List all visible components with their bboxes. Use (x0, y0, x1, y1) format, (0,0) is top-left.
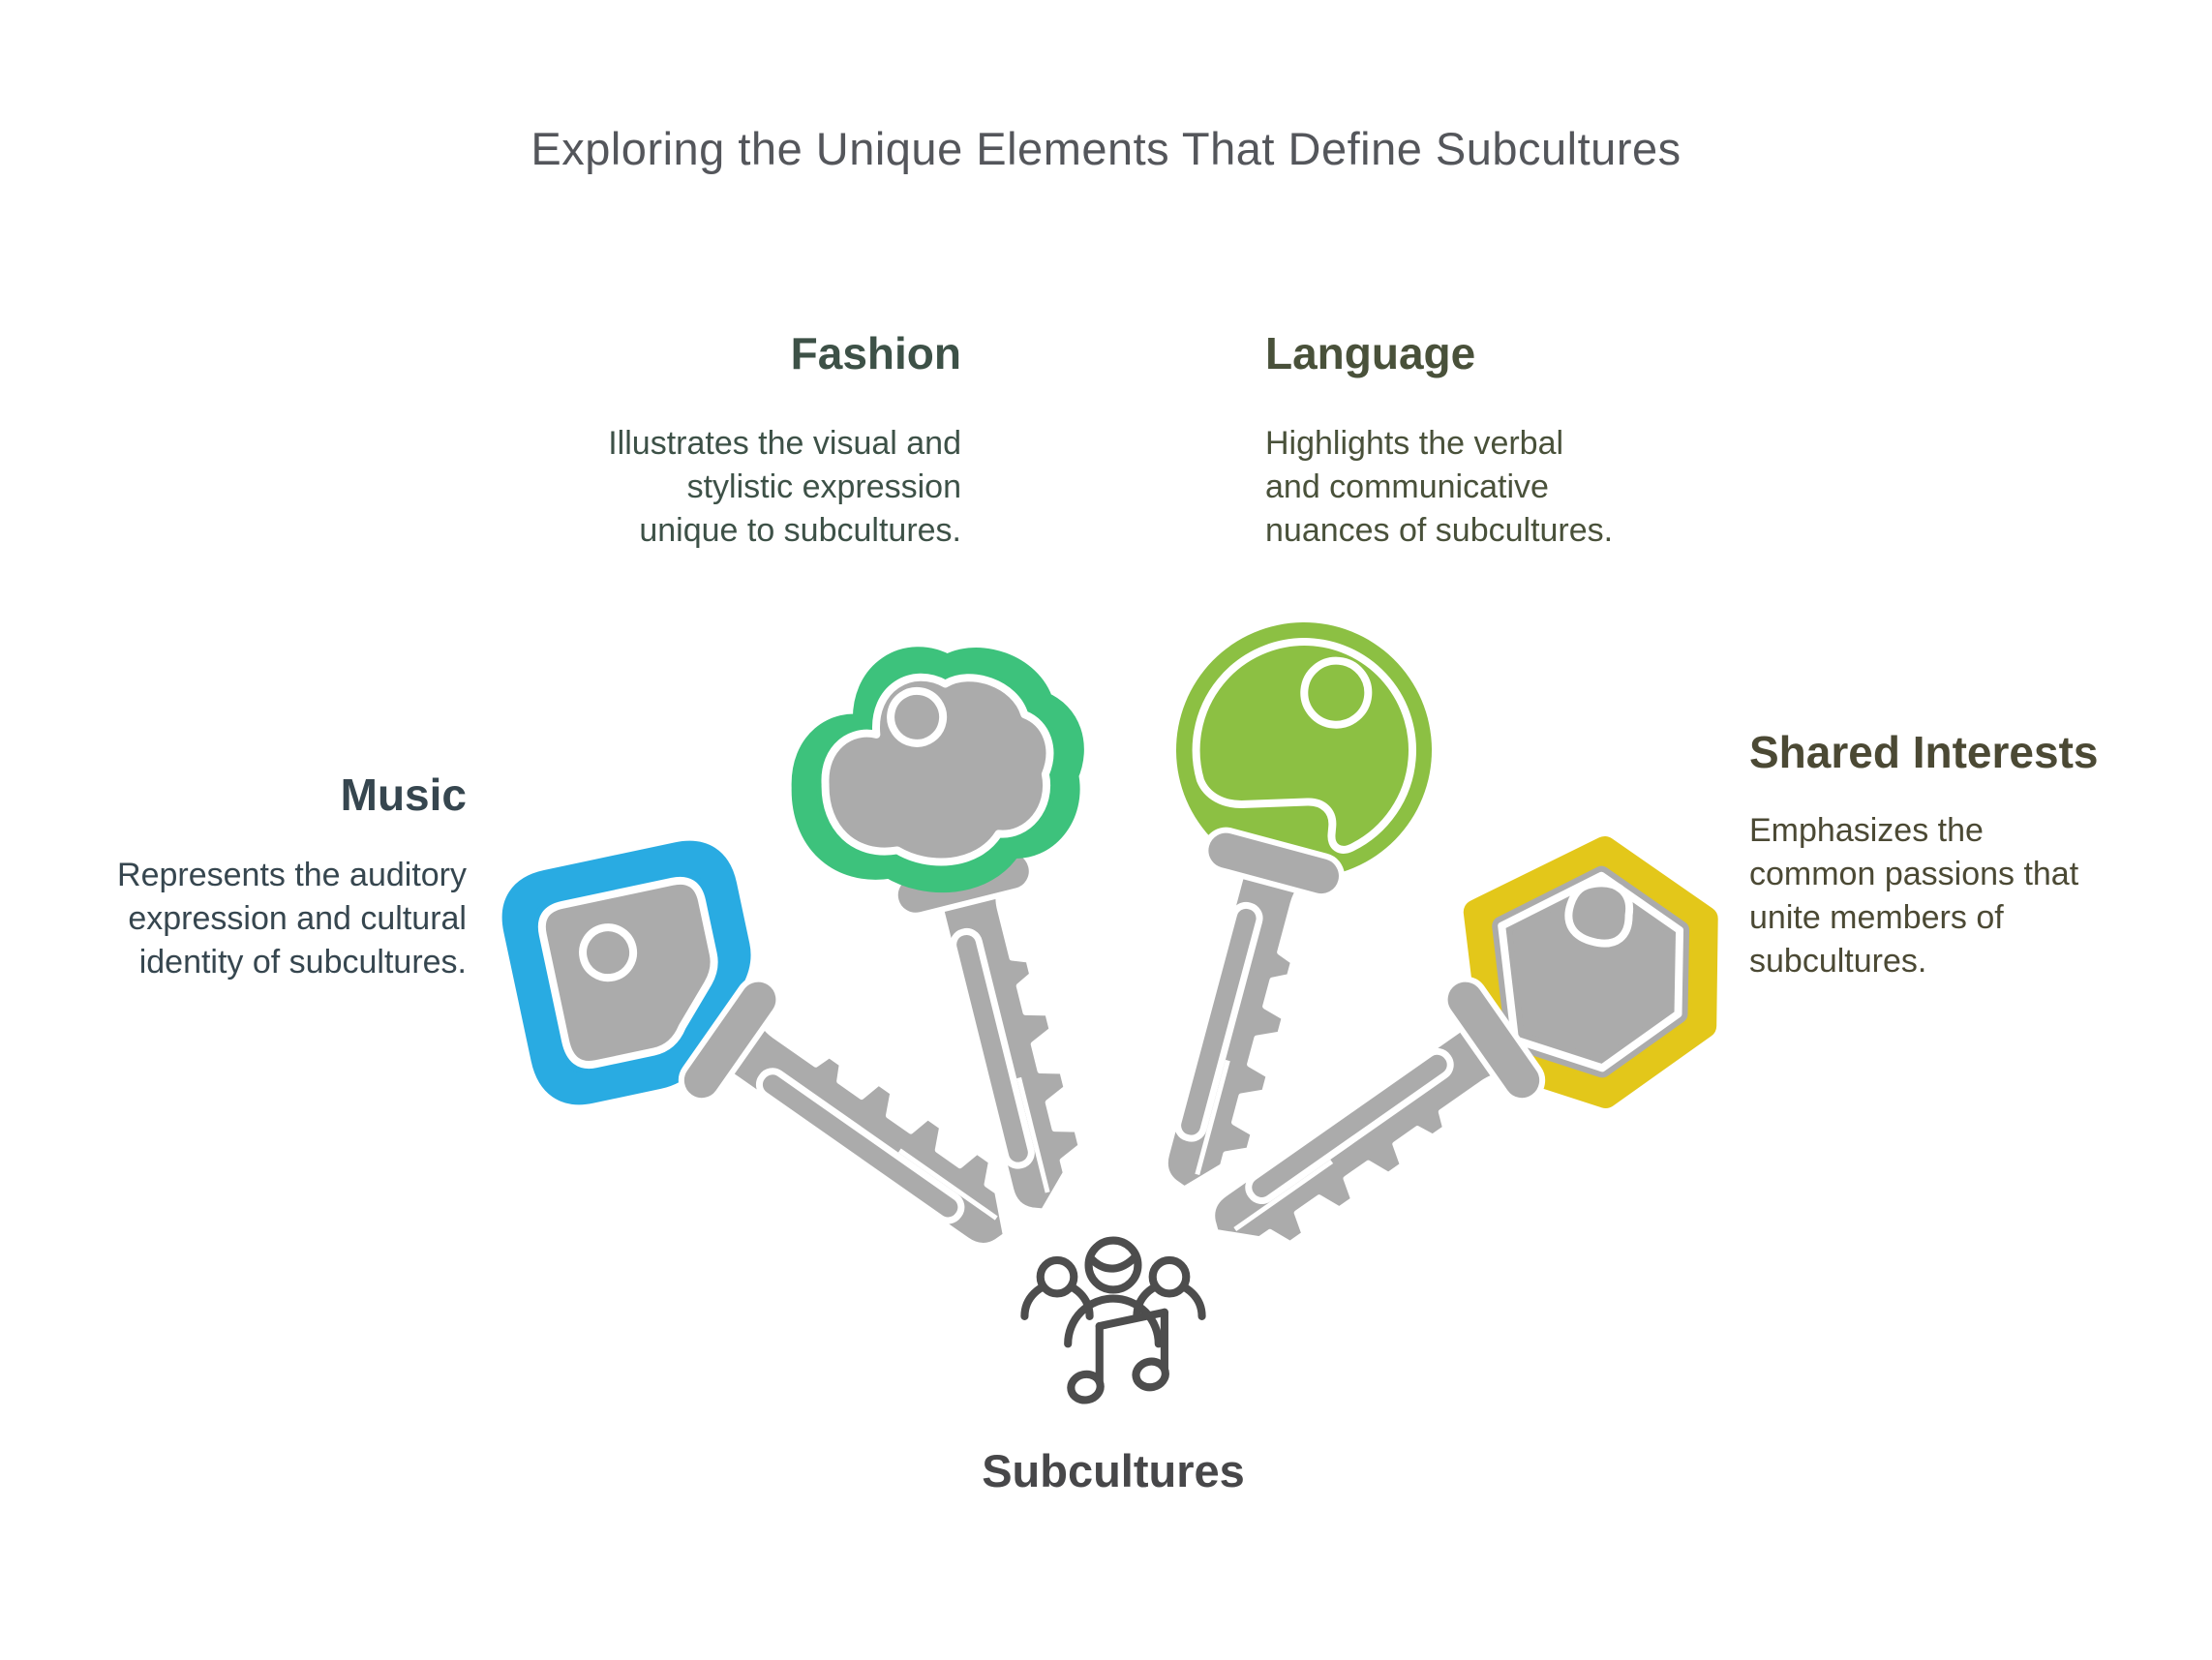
text-line: subcultures. (1749, 942, 1927, 980)
key-language (1044, 622, 1432, 1228)
text-line: unique to subcultures. (639, 511, 961, 549)
left-person-head (1036, 1255, 1078, 1298)
center-shoulder-arc (1064, 1294, 1163, 1348)
section-fashion: Fashion Illustrates the visual and styli… (608, 328, 961, 553)
section-body-shared-interests: Emphasizes the common passions that unit… (1749, 809, 2098, 983)
text-line: expression and cultural (128, 899, 467, 937)
section-body-music: Represents the auditory expression and c… (117, 854, 467, 984)
section-body-language: Highlights the verbal and communicative … (1265, 422, 1613, 553)
text-line: stylistic expression (686, 468, 961, 505)
section-title-fashion: Fashion (790, 328, 961, 378)
text-line: Illustrates the visual and (608, 424, 961, 462)
section-title-music: Music (340, 770, 467, 820)
section-music: Music Represents the auditory expression… (117, 770, 467, 984)
key-head-language (1176, 622, 1432, 878)
text-line: and communicative (1265, 468, 1549, 505)
section-body-fashion: Illustrates the visual and stylistic exp… (608, 422, 961, 553)
people-music-icon (1020, 1236, 1206, 1404)
page-title: Exploring the Unique Elements That Defin… (530, 123, 1682, 174)
text-line: Emphasizes the (1749, 811, 1984, 849)
key-fashion (791, 647, 1210, 1250)
section-language: Language Highlights the verbal and commu… (1265, 328, 1613, 553)
text-line: unite members of (1749, 898, 2004, 936)
center-label: Subcultures (982, 1445, 1245, 1496)
text-line: Represents the auditory (117, 856, 467, 893)
key-hole (1564, 879, 1634, 948)
key-shared-interests (1117, 835, 1718, 1373)
key-hole (1300, 656, 1373, 729)
center-head-detail (1087, 1253, 1139, 1273)
text-line: Highlights the verbal (1265, 424, 1564, 462)
text-line: nuances of subcultures. (1265, 511, 1614, 549)
text-line: identity of subcultures. (138, 943, 467, 981)
section-shared-interests: Shared Interests Emphasizes the common p… (1749, 727, 2099, 983)
key-music (501, 840, 1090, 1352)
text-line: common passions that (1749, 855, 2079, 892)
key-hole (887, 686, 948, 747)
key-hole (579, 923, 638, 982)
key-head-music (501, 840, 751, 1105)
right-person-head (1148, 1255, 1191, 1298)
section-title-language: Language (1265, 328, 1476, 378)
music-note-beam (1095, 1308, 1168, 1331)
section-title-shared-interests: Shared Interests (1749, 727, 2099, 777)
key-head-shared-interests (1463, 835, 1718, 1108)
key-head-fashion (791, 647, 1084, 893)
